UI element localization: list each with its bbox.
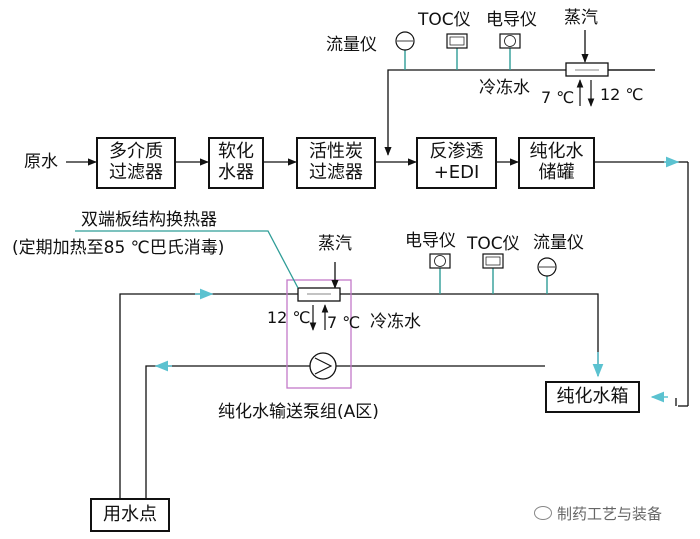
carbon-filter-line1: 活性炭 <box>309 141 363 163</box>
temp-in-label-top: 7 ℃ <box>541 88 575 107</box>
top-heat-exchanger <box>565 30 655 107</box>
multimedia-filter: 多介质过滤器 <box>96 137 176 189</box>
chilled-water-label-bottom: 冷冻水 <box>370 312 421 332</box>
purified-water-tank: 纯化水箱 <box>545 381 640 413</box>
purified-water-storage-tank: 纯化水储罐 <box>518 137 595 189</box>
hx-callout-leader <box>75 230 299 289</box>
steam-label-top: 蒸汽 <box>564 8 598 28</box>
wechat-icon <box>534 506 552 520</box>
distribution-return-pipe <box>145 365 545 498</box>
pump-group-label: 纯化水输送泵组(A区) <box>218 402 379 422</box>
use-point: 用水点 <box>90 498 170 532</box>
ro-edi-line2: +EDI <box>433 162 480 183</box>
temp-out-label-top: 12 ℃ <box>600 85 644 104</box>
flowmeter-label-top: 流量仪 <box>326 35 377 55</box>
flowmeter-label-bottom: 流量仪 <box>533 233 584 253</box>
steam-label-bottom: 蒸汽 <box>318 234 352 254</box>
toc-label-bottom: TOC仪 <box>467 234 520 254</box>
conductivity-gauge-bottom <box>429 253 451 269</box>
flowmeter-gauge-bottom <box>537 257 557 277</box>
toc-gauge-top <box>446 33 468 49</box>
softener-line1: 软化 <box>218 141 254 163</box>
pump-skid-frame <box>286 279 352 389</box>
chilled-water-label-top: 冷冻水 <box>479 78 530 98</box>
softener: 软化水器 <box>208 137 264 189</box>
hx-title-label: 双端板结构换热器 <box>81 210 217 230</box>
multimedia-filter-line1: 多介质 <box>109 141 163 163</box>
storage-tank-line2: 储罐 <box>538 162 575 183</box>
conductivity-gauge-top <box>499 33 521 49</box>
flowmeter-gauge-top <box>395 31 415 51</box>
ro-edi-unit: 反渗透+EDI <box>416 137 497 189</box>
use-point-label: 用水点 <box>103 503 157 525</box>
hx-note-label: (定期加热至85 ℃巴氏消毒) <box>12 238 225 258</box>
conductivity-label-bottom: 电导仪 <box>405 231 456 251</box>
toc-label-top: TOC仪 <box>418 10 471 30</box>
pump-icon <box>309 352 337 380</box>
watermark: 制药工艺与装备 <box>534 503 662 524</box>
softener-line2: 水器 <box>218 162 254 183</box>
bottom-heat-exchanger <box>297 262 341 331</box>
purified-water-tank-label: 纯化水箱 <box>556 385 629 407</box>
raw-water-label: 原水 <box>24 152 58 172</box>
carbon-filter-line2: 过滤器 <box>309 162 363 183</box>
ro-edi-line1: 反渗透 <box>429 141 484 163</box>
toc-gauge-bottom <box>482 253 504 269</box>
multimedia-filter-line2: 过滤器 <box>109 162 163 183</box>
distribution-supply-pipe <box>119 293 599 498</box>
watermark-text: 制药工艺与装备 <box>557 505 663 523</box>
storage-tank-line1: 纯化水 <box>529 141 584 163</box>
conductivity-label-top: 电导仪 <box>486 10 537 30</box>
temp-out-label-bottom: 12 ℃ <box>267 308 311 327</box>
carbon-filter: 活性炭过滤器 <box>296 137 376 189</box>
temp-in-label-bottom: 7 ℃ <box>327 313 361 332</box>
